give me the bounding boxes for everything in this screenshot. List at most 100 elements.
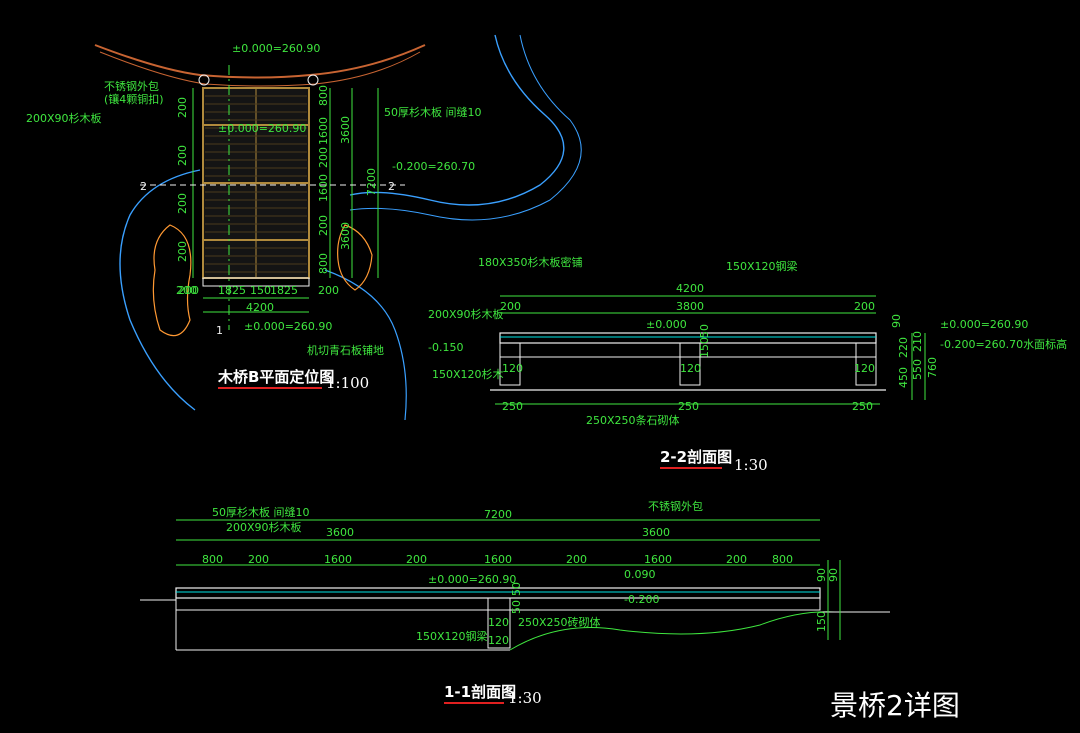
s22-right-dim: 450 [897,367,910,388]
post-top-left [198,74,210,86]
plan-bottom-dim: 150 [250,284,271,297]
plan-elev-top: ±0.000=260.90 [232,42,320,55]
s11-small-dim: 50 [510,582,523,596]
s22-bottom-dim: 250 [502,400,523,413]
s22-scale: 1:30 [734,456,768,474]
s11-segment: 1600 [644,553,672,566]
s22-right-dim: 210 [911,331,924,352]
s11-segment: 1600 [484,553,512,566]
path-edge-top [94,44,426,79]
s22-post-left [499,342,521,386]
s22-edge-left: 200 [500,300,521,313]
s22-note-beam: 150X120钢梁 [726,259,798,273]
s22-dim-120: 120 [502,362,523,375]
plan-elev-deck: ±0.000=260.90 [218,122,306,135]
post-top-right [307,74,319,86]
plan-bottom-dim: 200 [176,284,197,297]
s22-note-minus: -0.150 [428,341,463,354]
plan-scale: 1:100 [326,374,369,392]
s11-small-dim: 120 [488,616,509,629]
s22-right-dim: 220 [897,337,910,358]
s22-right-dim: 90 [890,314,903,328]
plan-right-dims: 800 1600 200 1600 200 800 3600 3600 7200 [317,85,378,274]
s11-half: 3600 [642,526,670,539]
plan-left-dims: 200 200 200 200 200 [176,97,199,297]
s11-segment: 200 [726,553,747,566]
plan-elev-water: -0.200=260.70 [392,160,475,173]
plan-right-dim: 1600 [317,174,330,202]
path-edge-top-2 [99,51,421,87]
s22-total: 4200 [676,282,704,295]
plan-right-dim: 800 [317,85,330,106]
plan-title: 木桥B平面定位图 [217,368,334,386]
s11-note-plank: 200X90杉木板 [226,520,302,534]
s22-elev-b: -0.200=260.70水面标高 [940,337,1067,351]
section-2-2: 180X350杉木板密铺 150X120钢梁 4200 3800 200 200… [428,255,1067,474]
s22-dim-50: 50 [698,324,711,338]
deck-planks [205,95,307,273]
s22-note-base: 250X250条石砌体 [586,413,680,427]
s11-small-dim: 120 [488,634,509,647]
s11-segment: 800 [772,553,793,566]
plan-note-steel: 不锈钢外包 [104,80,159,93]
s11-note-deck: 50厚杉木板 间缝10 [212,505,310,519]
s11-segment: 200 [566,553,587,566]
water-edge-right [349,34,565,206]
stone-island-left [152,224,192,337]
s22-right-dim: 760 [926,357,939,378]
s11-elev-deck: ±0.000=260.90 [428,573,516,586]
plan-bottom-dim: 200 [318,284,339,297]
s22-dim-150: 150 [698,337,711,358]
s11-segment: 800 [202,553,223,566]
s22-edge-right: 200 [854,300,875,313]
s22-bottom-dim: 250 [852,400,873,413]
plan-right-dim: 200 [317,215,330,236]
s22-bottom-dim: 250 [678,400,699,413]
plan-note-steel-2: (镶4颗铜扣) [104,92,164,106]
s22-note-plank: 200X90杉木板 [428,307,504,321]
water-edge-right-low [324,269,407,421]
s11-small-dim: 90 [815,568,828,582]
s11-segment: 200 [248,553,269,566]
plan-left-dim: 200 [176,241,189,262]
s22-note-top: 180X350杉木板密铺 [478,255,583,269]
s11-note-steel: 不锈钢外包 [648,500,703,513]
plan-left-dim: 200 [178,284,199,297]
s22-dim-120: 120 [680,362,701,375]
water-edge-left [119,169,201,411]
plan-right-sub: 3600 [339,116,352,144]
section-1-1: 50厚杉木板 间缝10 200X90杉木板 不锈钢外包 7200 3600 36… [140,500,890,707]
bridge-bottom-step [202,277,310,287]
plan-left-dim: 200 [176,97,189,118]
s22-note-joist: 150X120杉木 [432,367,504,381]
plan-section-mark-right: 2 [388,180,395,193]
s11-elev-a: 0.090 [624,568,656,581]
plan-bottom-dim: 1825 [218,284,246,297]
s22-post-mid [679,342,701,386]
sheet-title: 景桥2详图 [830,689,960,722]
plan-right-dim: 800 [317,253,330,274]
water-edge-right-2 [349,34,582,221]
plan-right-dim: 200 [317,147,330,168]
s11-small-dim: 90 [827,568,840,582]
s11-title: 1-1剖面图 [444,683,516,701]
plan-view: ±0.000=260.90 不锈钢外包 (镶4颗铜扣) 200X90杉木板 ±0… [26,34,582,421]
s11-small-dim: 50 [510,600,523,614]
s11-note-beam: 150X120钢梁 [416,629,488,643]
plan-note-deck: 50厚杉木板 间缝10 [384,105,482,119]
plan-section-mark-bottom: 1 [216,324,223,337]
plan-total-length: 7200 [365,168,378,196]
s11-total: 7200 [484,508,512,521]
plan-bottom-total: 4200 [246,301,274,314]
s11-pier-mid [487,597,511,649]
s22-deck-elev: ±0.000 [646,318,687,331]
s11-elev-b: -0.200 [624,593,659,606]
plan-right-sub: 3600 [339,222,352,250]
s11-segments: 800 200 1600 200 1600 200 1600 200 800 [202,553,793,566]
plan-right-dim: 1600 [317,117,330,145]
plan-note-ground: 机切青石板铺地 [307,343,384,357]
s22-title: 2-2剖面图 [660,448,732,466]
s11-scale: 1:30 [508,689,542,707]
